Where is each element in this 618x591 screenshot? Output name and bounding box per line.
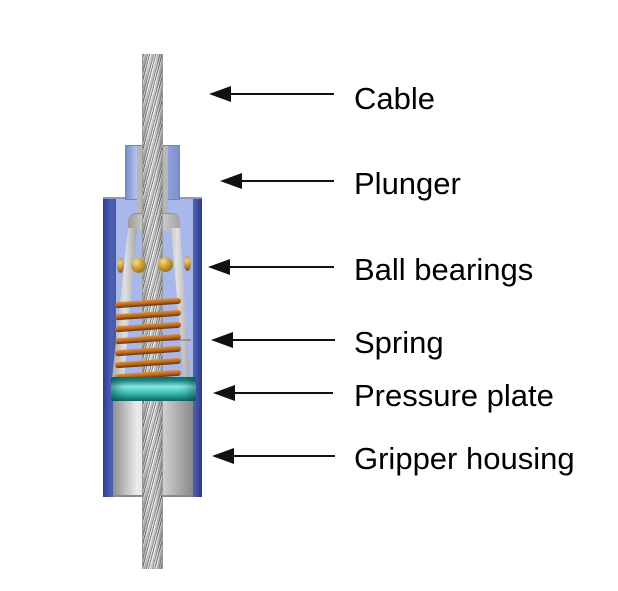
ball-bearing-sliver-left xyxy=(117,258,124,273)
label-gripper-housing: Gripper housing xyxy=(354,441,575,476)
arrow-left-icon xyxy=(211,332,233,348)
callout-arrow-spring xyxy=(211,332,335,348)
callout-arrow-ball-bearings xyxy=(208,259,334,275)
ball-bearing-left xyxy=(131,258,146,273)
ball-bearing-right xyxy=(158,257,173,272)
arrow-left-icon xyxy=(213,385,235,401)
label-ball-bearings: Ball bearings xyxy=(354,252,534,287)
callout-arrow-plunger xyxy=(220,173,334,189)
ball-bearing-sliver-right xyxy=(184,256,191,271)
callout-arrow-pressure-plate xyxy=(213,385,333,401)
plunger-bore-wall-right xyxy=(163,146,168,214)
arrow-left-icon xyxy=(212,448,234,464)
label-pressure-plate: Pressure plate xyxy=(354,378,554,413)
label-cable: Cable xyxy=(354,81,435,116)
arrow-left-icon xyxy=(209,86,231,102)
arrow-left-icon xyxy=(220,173,242,189)
arrow-left-icon xyxy=(208,259,230,275)
label-spring: Spring xyxy=(354,325,444,360)
callout-arrow-gripper-housing xyxy=(212,448,335,464)
label-plunger: Plunger xyxy=(354,166,461,201)
callout-arrow-cable xyxy=(209,86,334,102)
pressure-plate xyxy=(111,377,196,401)
plunger-bore-wall-left xyxy=(137,146,142,214)
